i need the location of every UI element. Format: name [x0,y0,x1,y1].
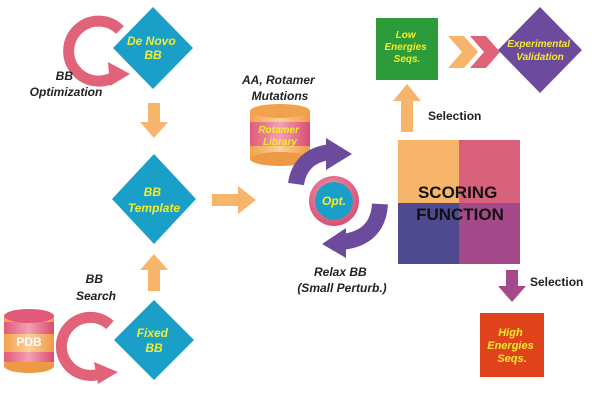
scoring-function-label: SCORING FUNCTION [416,183,504,224]
scoring-function-grid [398,140,520,264]
optimization-cycle-arrows-icon [288,138,388,258]
de-novo-bb-label: De Novo BB [127,34,179,62]
arrow-template-to-optimization [212,186,256,214]
arrow-scoring-to-high-energies [498,270,526,302]
bb-search-cycle-icon [55,311,118,384]
selection-top-label: Selection [428,109,481,123]
rotamer-library-database-icon [250,104,310,166]
bb-template-label: BB Template [128,185,181,215]
opt-label: Opt. [322,194,346,208]
low-energies-label: Low Energies Seqs. [384,30,429,65]
bb-template-diamond [112,154,196,244]
arrow-fixed-to-template [140,254,168,291]
bb-optimization-label: BB Optimization [30,69,103,99]
arrow-denovo-to-template [140,103,168,138]
fixed-bb-label: Fixed BB [137,326,172,355]
aa-rotamer-label: AA, Rotamer Mutations [241,73,318,103]
bb-optimization-cycle-icon [63,15,130,87]
bb-search-label: BB Search [76,272,116,303]
relax-bb-label: Relax BB (Small Perturb.) [297,265,386,295]
opt-sphere [309,176,359,226]
de-novo-line-2: BB [144,48,162,62]
chevron-arrow-to-validation [448,36,500,68]
selection-bottom-label: Selection [530,275,583,289]
high-energies-label: High Energies Seqs. [487,327,537,365]
arrow-scoring-to-low-energies [393,84,421,132]
low-energies-box [376,18,438,80]
high-energies-box [480,313,544,377]
de-novo-line-1: De Novo [127,34,176,48]
experimental-validation-label: Experimental Validation [507,39,573,63]
de-novo-bb-diamond [113,7,193,89]
pdb-database-icon [4,309,54,373]
rotamer-library-label: Rotamer Library [258,125,301,148]
pdb-label: PDB [16,335,42,349]
experimental-validation-diamond [498,7,582,93]
fixed-bb-diamond [114,300,194,380]
